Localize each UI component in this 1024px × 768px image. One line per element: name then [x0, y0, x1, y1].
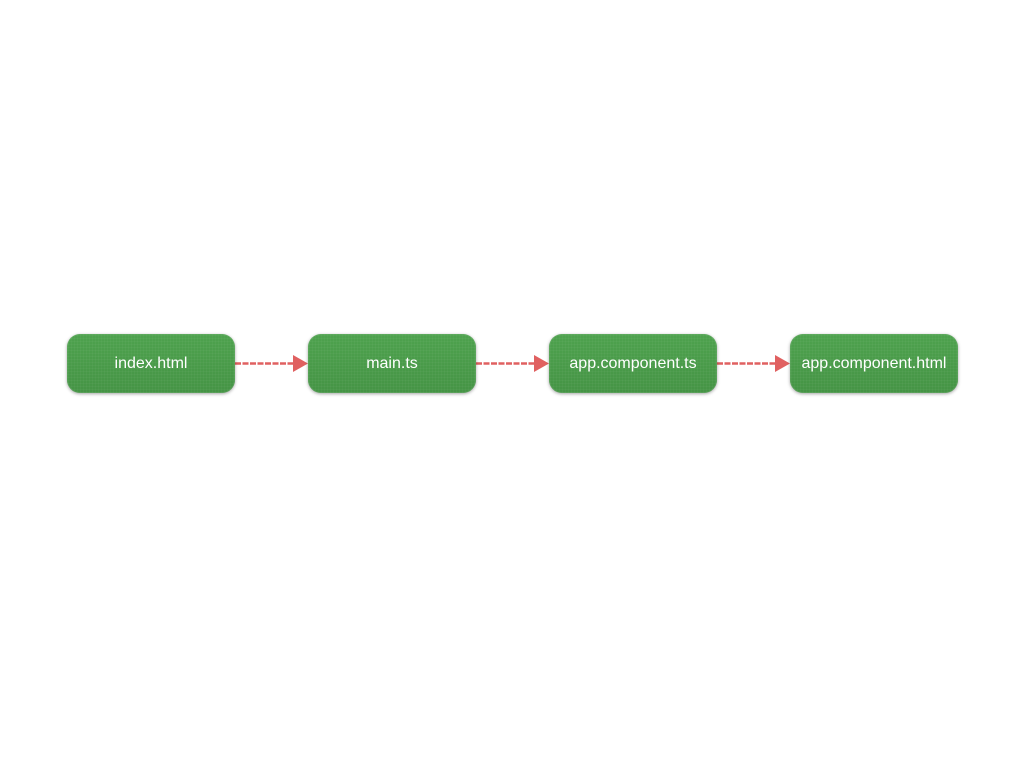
arrowhead-icon	[534, 355, 549, 372]
arrow-main-edge-2	[476, 355, 549, 372]
arrow-main-edge-3	[717, 355, 790, 372]
arrowhead-icon	[293, 355, 308, 372]
node-app-component-ts: app.component.ts	[549, 334, 717, 393]
node-label: main.ts	[366, 354, 418, 372]
node-index-html: index.html	[67, 334, 235, 393]
node-label: index.html	[114, 354, 188, 372]
node-main-ts: main.ts	[308, 334, 476, 393]
node-label: app.component.html	[801, 354, 947, 372]
node-label: app.component.ts	[569, 354, 697, 372]
node-app-component-html: app.component.html	[790, 334, 958, 393]
arrowhead-icon	[775, 355, 790, 372]
arrow-main-edge-1	[235, 355, 308, 372]
